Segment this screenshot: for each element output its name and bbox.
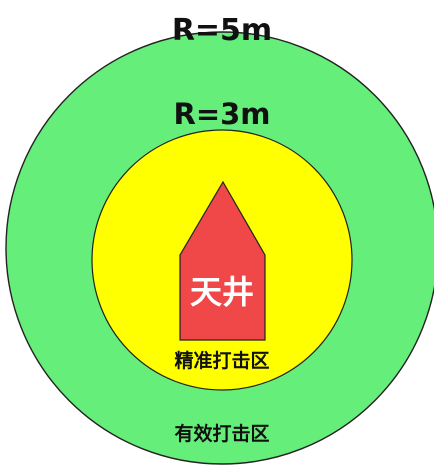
skylight-house-shape [179, 180, 266, 341]
outer-radius-label: R=5m [172, 13, 272, 48]
effective-zone-label: 有效打击区 [174, 422, 269, 445]
inner-radius-label: R=3m [173, 97, 270, 131]
house-label: 天井 [190, 273, 254, 311]
precision-zone-label: 精准打击区 [174, 349, 269, 372]
